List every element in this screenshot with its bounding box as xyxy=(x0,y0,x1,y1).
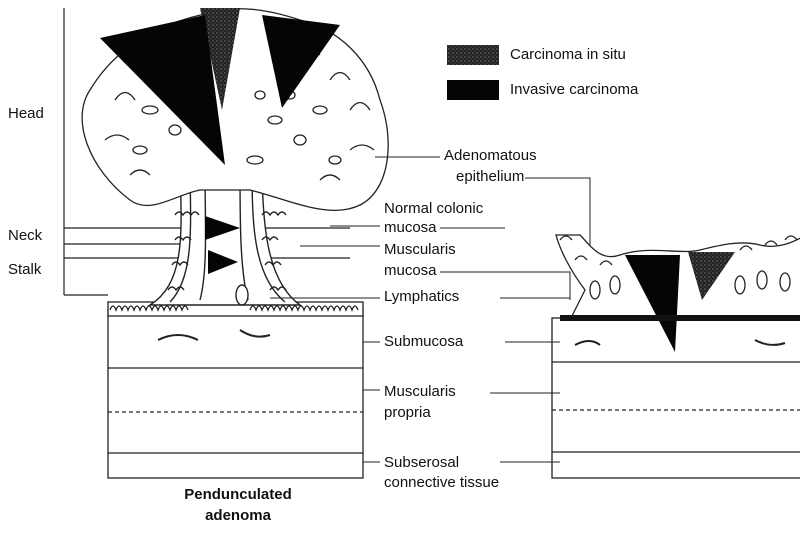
label-head: Head xyxy=(8,105,44,123)
label-neck: Neck xyxy=(8,227,42,245)
caption-line-1: Penduncu­lated xyxy=(148,486,328,504)
label-lymphatics: Lymphatics xyxy=(384,288,459,306)
legend-swatches xyxy=(447,45,499,100)
caption-line-2: adenoma xyxy=(148,507,328,525)
label-normal-mucosa-2: mucosa xyxy=(384,219,437,237)
label-adenomatous-1: Adenomatous xyxy=(444,147,537,165)
label-muscularis-propria-1: Muscularis xyxy=(384,383,456,401)
label-submucosa: Submucosa xyxy=(384,333,463,351)
label-muscularis-mucosa-2: mucosa xyxy=(384,262,437,280)
bowel-wall-left xyxy=(108,302,363,478)
label-stalk: Stalk xyxy=(8,261,41,279)
label-subserosal-1: Subserosal xyxy=(384,454,459,472)
legend-swatch-in-situ xyxy=(447,45,499,65)
label-subserosal-2: connective tissue xyxy=(384,474,499,492)
label-normal-mucosa-1: Normal colonic xyxy=(384,200,483,218)
legend-label-invasive: Invasive carcinoma xyxy=(510,81,638,98)
label-muscularis-propria-2: propria xyxy=(384,404,431,422)
legend-label-in-situ: Carcinoma in situ xyxy=(510,46,626,63)
label-adenomatous-2: epithelium xyxy=(456,168,524,186)
label-muscularis-mucosa-1: Muscularis xyxy=(384,241,456,259)
legend-swatch-invasive xyxy=(447,80,499,100)
